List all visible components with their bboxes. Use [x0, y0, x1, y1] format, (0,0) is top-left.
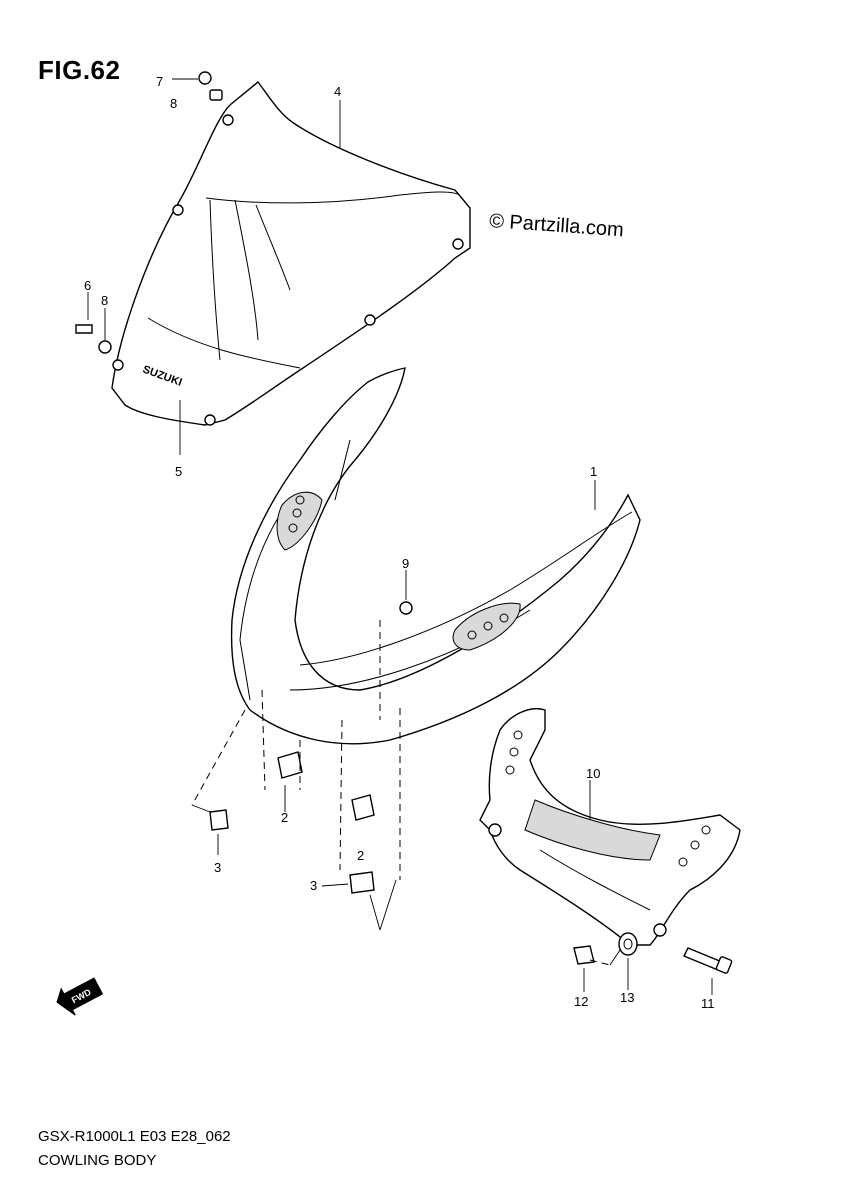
- callout-labels: 1 2 2 3 3 4 5 6 7 8 8 9 10 11 12 13: [84, 74, 715, 1011]
- nut-8-top: [209, 89, 223, 101]
- callout-4: 4: [334, 84, 341, 99]
- collar-13: [618, 932, 638, 990]
- callout-6: 6: [84, 278, 91, 293]
- callout-5: 5: [175, 464, 182, 479]
- callout-11: 11: [701, 996, 715, 1011]
- callout-10: 10: [586, 766, 600, 781]
- nut-9: [399, 570, 413, 615]
- callout-1: 1: [590, 464, 597, 479]
- cushion-3-right: [321, 871, 375, 894]
- screw-7: [172, 71, 212, 85]
- figure-title: FIG.62: [38, 55, 121, 85]
- callout-8-side: 8: [101, 293, 108, 308]
- nut-8-side: [98, 308, 112, 354]
- callout-9: 9: [402, 556, 409, 571]
- callout-13: 13: [620, 990, 634, 1005]
- cushion-3-left: [209, 809, 229, 855]
- model-code: GSX-R1000L1 E03 E28_062: [38, 1128, 231, 1145]
- cowling-bracket: [479, 708, 741, 946]
- assembly-name: COWLING BODY: [38, 1152, 157, 1169]
- callout-2-left: 2: [281, 810, 288, 825]
- bolt-11: [683, 947, 733, 995]
- screw-6: [75, 292, 93, 334]
- cowling-body: [230, 367, 641, 745]
- callout-3-left: 3: [214, 860, 221, 875]
- callout-7: 7: [156, 74, 163, 89]
- callout-2-right: 2: [357, 848, 364, 863]
- callout-3-right: 3: [310, 878, 317, 893]
- callout-12: 12: [574, 994, 588, 1009]
- assembly-lines: [179, 100, 621, 966]
- cushion-2-left: [277, 751, 303, 812]
- grommet-12: [573, 945, 595, 992]
- callout-8-top: 8: [170, 96, 177, 111]
- fwd-arrow-icon: FWD: [56, 977, 104, 1016]
- windscreen: SUZUKI: [111, 81, 471, 426]
- cushion-2-right: [351, 794, 375, 821]
